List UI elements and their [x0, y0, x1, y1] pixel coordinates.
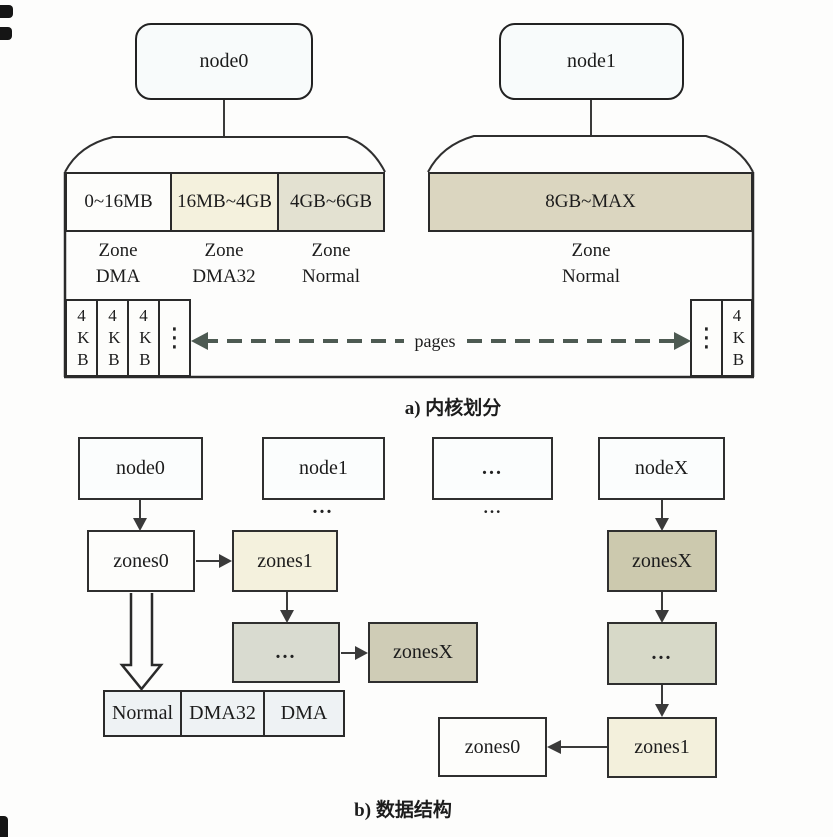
page-cell-ellipsis-left: ⋮: [158, 299, 191, 377]
ds-node1-box: node1: [262, 437, 385, 500]
ds-right-zones1-label: zones1: [634, 736, 690, 758]
ds-zone-dma32-cell: DMA32: [180, 690, 265, 737]
zone-dma32-range-cell: 16MB~4GB: [170, 172, 279, 232]
ds-zone-dma32-label: DMA32: [189, 702, 256, 724]
zone-dma32-range: 16MB~4GB: [177, 191, 272, 212]
pages-arrowhead-right: [674, 332, 691, 350]
ds-mid-zonesx-box: zonesX: [368, 622, 478, 683]
ds-mid-ellipsis-label: ...: [275, 641, 297, 663]
page-cell-2-label: 4KB: [108, 306, 121, 369]
ds-zones1-box: zones1: [232, 530, 338, 592]
node0-memory-arch: [64, 136, 386, 173]
zone-normal-range-cell: 4GB~6GB: [277, 172, 385, 232]
pages-label: pages: [404, 328, 466, 354]
zone-dma32-label: Zone DMA32: [172, 238, 276, 290]
zone-8gb-range: 8GB~MAX: [545, 191, 636, 212]
caption-kernel-partition: a) 内核划分: [404, 398, 502, 419]
zone-dma-range: 0~16MB: [84, 191, 153, 212]
ds-zone-dma-label: DMA: [280, 702, 328, 724]
ds-nodex-label: nodeX: [634, 457, 689, 479]
ds-node0-box: node0: [78, 437, 203, 500]
ds-mid-ellipsis-box: ...: [232, 622, 340, 683]
zone-dma32-name: DMA32: [192, 266, 256, 287]
ds-zone-normal-cell: Normal: [103, 690, 182, 737]
zone-normal-range: 4GB~6GB: [289, 191, 373, 212]
zone-word: Zone: [571, 240, 611, 261]
zone-dma-range-cell: 0~16MB: [65, 172, 172, 232]
scan-edge-mark-top1: [0, 5, 13, 18]
page-cell-1-label: 4KB: [77, 306, 90, 369]
pages-arrowhead-left: [191, 332, 208, 350]
block-arrow-zones0-zonerow: [119, 593, 164, 691]
zone-word: Zone: [311, 240, 351, 261]
ds-bottom-zones0-box: zones0: [438, 717, 547, 777]
ds-nodex-box: nodeX: [598, 437, 725, 500]
arrow-ellipsis-zonesx-head: [355, 646, 368, 660]
page-cell-4: 4KB: [721, 299, 753, 377]
ds-zones0-label: zones0: [113, 549, 169, 572]
zone-word: Zone: [204, 240, 244, 261]
zone-8gb-normal-name: Normal: [561, 266, 621, 287]
ds-zone-dma-cell: DMA: [263, 690, 345, 737]
ds-ellipsis-node-label: ...: [482, 457, 503, 479]
zone-normal-name: Normal: [301, 266, 361, 287]
page-cell-3-label: 4KB: [139, 306, 152, 369]
zone-8gb-normal-label: Zone Normal: [539, 238, 643, 290]
ds-zones0-box: zones0: [87, 530, 195, 592]
ellipsis-under-dots-box: ...: [483, 498, 503, 517]
ds-right-zones1-box: zones1: [607, 717, 717, 778]
zone-8gb-range-cell: 8GB~MAX: [428, 172, 753, 232]
scan-edge-mark-bottom: [0, 816, 8, 837]
caption-data-structure: b) 数据结构: [354, 800, 452, 821]
scan-edge-mark-top2: [0, 27, 12, 40]
ds-zones1-label: zones1: [257, 549, 313, 572]
ds-right-zonesx-label: zonesX: [632, 549, 692, 572]
arrow-zones0-zones1-head: [219, 554, 232, 568]
ds-bottom-zones0-label: zones0: [464, 735, 521, 758]
zone-normal-label: Zone Normal: [279, 238, 383, 290]
ds-ellipsis-node-box: ...: [432, 437, 553, 500]
page-cell-2: 4KB: [96, 299, 129, 377]
arrow-rellipsis-zones1-head: [655, 704, 669, 717]
node1-label: node1: [567, 50, 616, 72]
page-cell-ellipsis-right: ⋮: [690, 299, 723, 377]
node0-label: node0: [199, 50, 249, 72]
ds-right-ellipsis-box: ...: [607, 622, 717, 685]
ds-node0-label: node0: [116, 457, 165, 479]
node0-box: node0: [135, 23, 313, 100]
page-cell-4-label: 4KB: [732, 306, 746, 369]
node1-box: node1: [499, 23, 684, 100]
ds-mid-zonesx-label: zonesX: [393, 641, 453, 663]
vertical-ellipsis-icon: ⋮: [693, 323, 720, 353]
ds-zone-normal-label: Normal: [111, 702, 174, 724]
arrow-zones1-zones0-head: [547, 740, 561, 754]
node1-memory-arch: [427, 135, 754, 173]
ds-right-zonesx-box: zonesX: [607, 530, 717, 592]
zone-dma-name: DMA: [95, 266, 141, 287]
zone-dma-label: Zone DMA: [67, 238, 169, 290]
ellipsis-under-node1: ...: [312, 496, 334, 518]
ds-node1-label: node1: [299, 457, 348, 479]
page-cell-3: 4KB: [127, 299, 160, 377]
page-cell-1: 4KB: [65, 299, 98, 377]
ds-right-ellipsis-label: ...: [651, 642, 673, 664]
zone-word: Zone: [98, 240, 138, 261]
vertical-ellipsis-icon: ⋮: [161, 323, 188, 353]
